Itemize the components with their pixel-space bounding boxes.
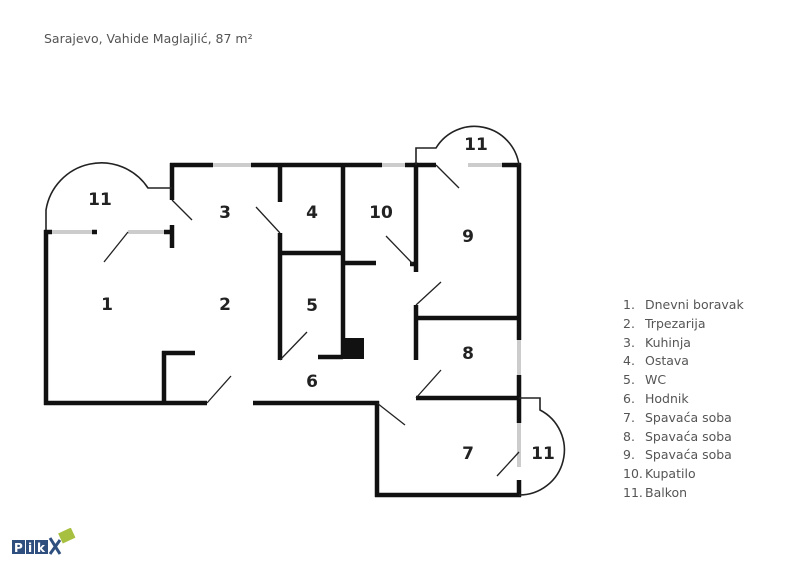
room-label-11-left: 11 [88, 190, 112, 210]
windows [52, 163, 521, 467]
plan-title: Sarajevo, Vahide Maglajlić, 87 m² [44, 31, 253, 46]
room-label-5: 5 [306, 296, 318, 316]
legend-item: 7.Spavaća soba [623, 409, 732, 425]
room-label-3: 3 [219, 203, 231, 223]
room-label-1: 1 [101, 295, 113, 315]
walls [43, 162, 522, 498]
room-label-7: 7 [462, 444, 474, 464]
legend-item: 3.Kuhinja [623, 334, 691, 350]
room-label-4: 4 [306, 203, 318, 223]
legend-item: 9.Spavaća soba [623, 447, 732, 463]
svg-text:i: i [28, 541, 32, 555]
legend: 1.Dnevni boravak 2.Trpezarija 3.Kuhinja … [623, 296, 744, 503]
room-label-11-top: 11 [464, 135, 488, 155]
watermark-logo: P i k [12, 528, 76, 555]
room-labels: 1 2 3 4 5 6 7 8 9 10 11 11 11 [88, 135, 555, 464]
room-label-2: 2 [219, 295, 231, 315]
legend-item: 4.Ostava [623, 353, 689, 369]
legend-item: 6.Hodnik [623, 390, 689, 406]
legend-item: 1.Dnevni boravak [623, 297, 744, 312]
room-label-8: 8 [462, 344, 474, 364]
doors [103, 164, 520, 477]
room-label-11-right: 11 [531, 444, 555, 464]
legend-item: 11.Balkon [623, 484, 688, 500]
legend-item: 2.Trpezarija [623, 315, 706, 331]
room-label-10: 10 [369, 203, 393, 223]
balconies [45, 125, 566, 496]
room-label-6: 6 [306, 372, 318, 392]
legend-item: 10.Kupatilo [623, 466, 696, 482]
legend-item: 5.WC [623, 372, 667, 388]
svg-text:k: k [37, 541, 46, 555]
svg-text:P: P [14, 541, 23, 555]
legend-item: 8.Spavaća soba [623, 428, 732, 444]
room-label-9: 9 [462, 227, 474, 247]
